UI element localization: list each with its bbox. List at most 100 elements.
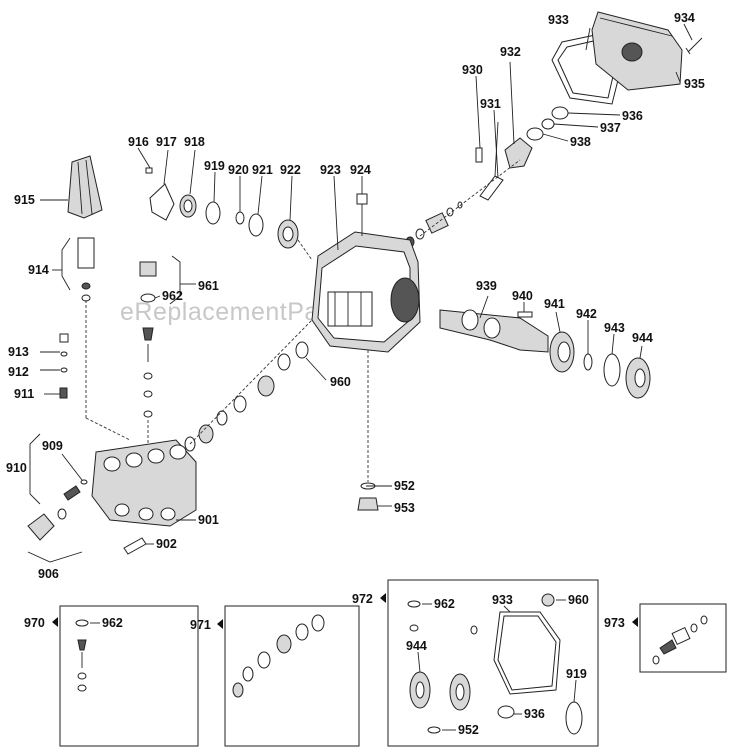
callout-939: 939 <box>476 279 497 293</box>
kit-970-box <box>59 605 199 747</box>
kit-973-pointer <box>632 617 638 627</box>
kit-972-pointer <box>380 593 386 603</box>
part-901-manifold[interactable] <box>91 439 197 527</box>
part-916-screw[interactable] <box>145 167 153 174</box>
kit-971-box <box>224 605 360 747</box>
part-936-oring[interactable] <box>551 106 569 120</box>
callout-912: 912 <box>8 365 29 379</box>
kit-973-box <box>639 603 727 673</box>
kit-971-pointer <box>217 619 223 629</box>
callout-917: 917 <box>156 135 177 149</box>
kit-972-box <box>387 579 599 747</box>
callout-933: 933 <box>548 13 569 27</box>
part-919-oring[interactable] <box>205 201 221 225</box>
part-920-ring[interactable] <box>235 211 245 225</box>
part-944-oil-seal[interactable] <box>625 357 651 399</box>
callout-943: 943 <box>604 321 625 335</box>
callout-labels: 933 934 935 930 932 931 936 937 938 916 … <box>6 11 705 737</box>
callout-932: 932 <box>500 45 521 59</box>
part-902-bolt[interactable] <box>123 537 147 555</box>
part-918-bearing-seat[interactable] <box>179 194 197 218</box>
part-915-unloader-cap[interactable] <box>67 155 103 219</box>
callout-918: 918 <box>184 135 205 149</box>
part-935-valve-cover[interactable] <box>591 11 683 91</box>
callout-906: 906 <box>38 567 59 581</box>
callout-931: 931 <box>480 97 501 111</box>
kit-970-pointer <box>52 617 58 627</box>
part-909-check-valve[interactable] <box>63 479 88 501</box>
callout-910: 910 <box>6 461 27 475</box>
part-934-screw[interactable] <box>685 37 703 55</box>
kit-972-callout-960: 960 <box>568 593 589 607</box>
callout-915: 915 <box>14 193 35 207</box>
callout-944: 944 <box>632 331 653 345</box>
callout-935: 935 <box>684 77 705 91</box>
callout-916: 916 <box>128 135 149 149</box>
part-912-oring[interactable] <box>60 367 68 373</box>
callout-937: 937 <box>600 121 621 135</box>
kit-972-callout-952: 952 <box>458 723 479 737</box>
kit-972-callout-936: 936 <box>524 707 545 721</box>
part-922-bearing[interactable] <box>277 219 299 249</box>
part-914-unloader-valve[interactable] <box>77 237 95 302</box>
kit-972-callout-944: 944 <box>406 639 427 653</box>
callout-919: 919 <box>204 159 225 173</box>
callout-913: 913 <box>8 345 29 359</box>
kit-972-callout-919: 919 <box>566 667 587 681</box>
part-906-inlet-fitting[interactable] <box>27 508 67 541</box>
part-930-pin[interactable] <box>475 147 483 163</box>
part-941-bearing[interactable] <box>549 331 575 373</box>
kit-972-callout-962: 962 <box>434 597 455 611</box>
part-923-crankcase[interactable] <box>311 231 421 353</box>
part-932-crosshead[interactable] <box>504 137 533 169</box>
kit-970-callout-962: 962 <box>102 616 123 630</box>
callout-936: 936 <box>622 109 643 123</box>
leader-lines <box>27 23 693 563</box>
part-953-drain-plug[interactable] <box>357 497 379 511</box>
part-931-plunger-rod[interactable] <box>479 121 504 201</box>
part-939-crankshaft[interactable] <box>439 309 549 353</box>
callout-952: 952 <box>394 479 415 493</box>
callout-920: 920 <box>228 163 249 177</box>
part-943-snap-ring[interactable] <box>603 353 621 387</box>
callout-914: 914 <box>28 263 49 277</box>
part-960-seal-set[interactable] <box>184 341 309 452</box>
part-961-valve-assembly[interactable] <box>139 261 157 418</box>
kit-970-parts[interactable] <box>75 619 89 692</box>
callout-938: 938 <box>570 135 591 149</box>
callout-923: 923 <box>320 163 341 177</box>
part-921-ring[interactable] <box>248 213 264 237</box>
callout-961: 961 <box>198 279 219 293</box>
part-937-seal[interactable] <box>541 118 555 130</box>
part-942-oring[interactable] <box>583 353 593 371</box>
part-940-key[interactable] <box>517 311 533 318</box>
part-938-retainer[interactable] <box>526 127 544 141</box>
callout-901: 901 <box>198 513 219 527</box>
callout-902: 902 <box>156 537 177 551</box>
callout-941: 941 <box>544 297 565 311</box>
kit-970-label: 970 <box>24 616 45 630</box>
kit-971-label: 971 <box>190 618 211 632</box>
part-917-cover[interactable] <box>149 183 175 221</box>
kit-972-label: 972 <box>352 592 373 606</box>
part-924-dipstick[interactable] <box>356 193 368 236</box>
callout-962: 962 <box>162 289 183 303</box>
callout-960: 960 <box>330 375 351 389</box>
kit-972-parts[interactable] <box>407 593 583 735</box>
callout-911: 911 <box>14 387 34 401</box>
kit-972-callout-933: 933 <box>492 593 513 607</box>
callout-942: 942 <box>576 307 597 321</box>
kit-973-label: 973 <box>604 616 625 630</box>
kit-971-parts[interactable] <box>232 614 325 698</box>
part-911-plug[interactable] <box>59 387 68 399</box>
kit-973-parts[interactable] <box>652 615 708 665</box>
callout-921: 921 <box>252 163 273 177</box>
callout-930: 930 <box>462 63 483 77</box>
callout-909: 909 <box>42 439 63 453</box>
callout-922: 922 <box>280 163 301 177</box>
plunger-seal-stack[interactable] <box>405 201 463 248</box>
callout-924: 924 <box>350 163 371 177</box>
part-913-fitting[interactable] <box>59 333 69 357</box>
